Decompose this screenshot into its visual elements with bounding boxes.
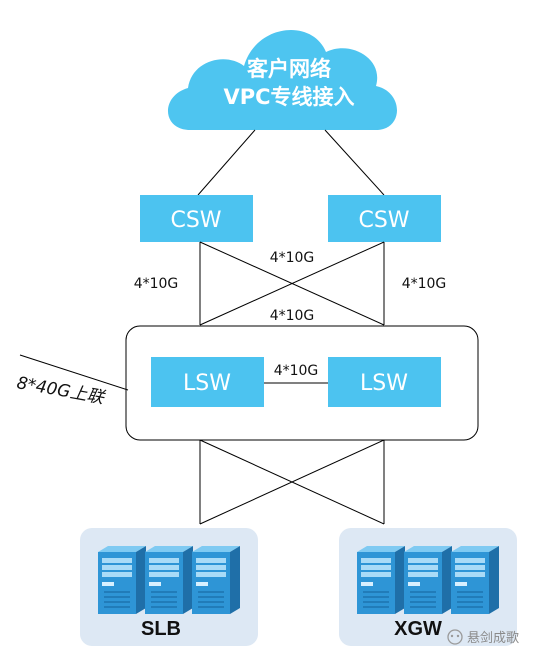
- lsw-left-box: [151, 357, 264, 407]
- slb-group: SLB: [80, 528, 258, 646]
- server-icon: [404, 546, 452, 614]
- csw-right-box: [328, 195, 441, 242]
- server-icon: [357, 546, 405, 614]
- watermark-text: 悬剑成歌: [467, 630, 519, 646]
- wechat-icon-inner: [450, 634, 454, 638]
- link-cloud-csw-left: [197, 129, 256, 196]
- cloud-title-line1: 客户网络: [247, 57, 331, 81]
- label-csw-left-vertical: 4*10G: [134, 276, 179, 292]
- lsw-right-box: [328, 357, 441, 407]
- label-csw-lsw-lower: 4*10G: [270, 308, 315, 324]
- label-csw-right-vertical: 4*10G: [402, 276, 447, 292]
- server-icon: [451, 546, 499, 614]
- xgw-group: XGW: [339, 528, 517, 646]
- csw-right-label: CSW: [358, 208, 409, 233]
- lsw-left: LSW: [151, 357, 264, 407]
- server-icon: [145, 546, 193, 614]
- customer-network-cloud: 客户网络 VPC专线接入: [167, 30, 397, 130]
- link-cloud-csw-right: [324, 129, 385, 196]
- uplink-line: [19, 354, 129, 391]
- wechat-icon: [447, 629, 463, 645]
- cloud-title-line2: VPC专线接入: [223, 85, 354, 109]
- cloud-shape: [167, 30, 397, 130]
- csw-left-box: [140, 195, 253, 242]
- link-lsw-cross-b: [199, 439, 385, 525]
- label-lsw-lsw: 4*10G: [274, 363, 319, 379]
- watermark: 悬剑成歌: [447, 629, 519, 646]
- lsw-right: LSW: [328, 357, 441, 407]
- wechat-icon-inner-2: [456, 634, 460, 638]
- label-csw-cross: 4*10G: [270, 250, 315, 266]
- link-csw-right-cross: [199, 241, 385, 326]
- slb-label: SLB: [141, 618, 181, 640]
- server-icon: [192, 546, 240, 614]
- server-icon: [98, 546, 146, 614]
- csw-left: CSW: [140, 195, 253, 242]
- csw-left-label: CSW: [170, 208, 221, 233]
- lsw-right-label: LSW: [360, 371, 408, 396]
- lsw-left-label: LSW: [183, 371, 231, 396]
- xgw-label: XGW: [394, 618, 442, 640]
- csw-right: CSW: [328, 195, 441, 242]
